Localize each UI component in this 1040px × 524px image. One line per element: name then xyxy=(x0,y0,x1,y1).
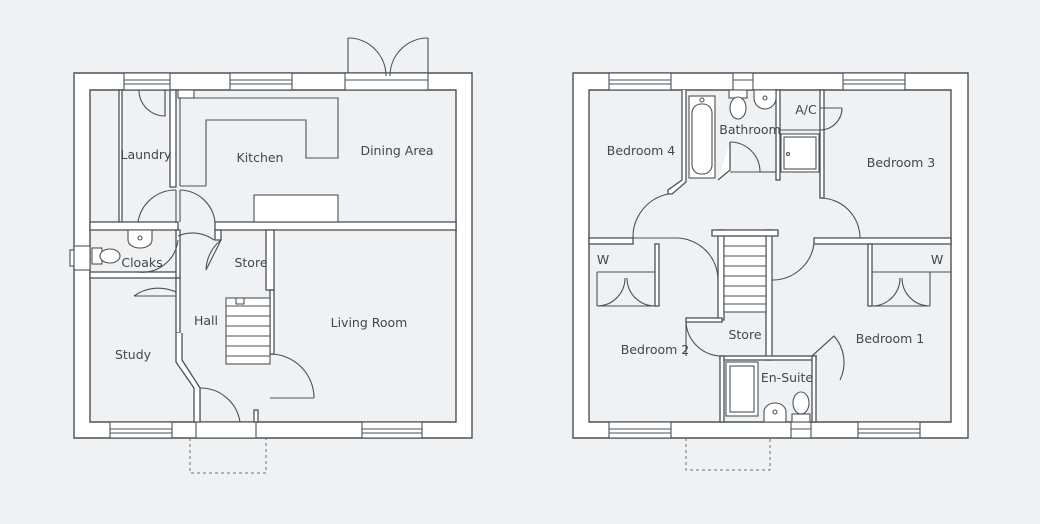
bath-tub xyxy=(688,95,716,179)
label-hall: Hall xyxy=(194,313,218,328)
first-floor-ledge-outline xyxy=(685,438,771,471)
label-bedroom-1: Bedroom 1 xyxy=(856,331,924,346)
label-study: Study xyxy=(115,347,152,362)
label-ac: A/C xyxy=(795,102,817,117)
first-landing-doors xyxy=(632,193,861,281)
laundry-door xyxy=(138,89,166,117)
ground-windows xyxy=(69,72,429,439)
ensuite-fixtures xyxy=(725,361,811,423)
ground-staircase xyxy=(225,297,271,365)
first-windows xyxy=(608,72,921,439)
label-en-suite: En-Suite xyxy=(761,370,814,385)
ground-room-labels: Laundry Kitchen Dining Area Cloaks Store… xyxy=(115,143,434,362)
dining-french-doors xyxy=(347,37,429,77)
label-cloaks: Cloaks xyxy=(121,255,162,270)
label-bedroom-3: Bedroom 3 xyxy=(867,155,935,170)
bathroom-door xyxy=(729,141,761,173)
first-room-labels: Bathroom A/C Bedroom 4 Bedroom 3 W W Sto… xyxy=(597,102,943,385)
study-angled-wall xyxy=(175,333,201,423)
first-outer-wall xyxy=(572,72,969,439)
first-interior-walls xyxy=(588,89,952,423)
label-bedroom-2: Bedroom 2 xyxy=(621,342,689,357)
bathroom-shower xyxy=(780,133,820,173)
wardrobe-doors xyxy=(596,272,931,307)
first-floor-plan: Bathroom A/C Bedroom 4 Bedroom 3 W W Sto… xyxy=(572,72,969,471)
first-staircase xyxy=(711,229,779,313)
ground-floor-plan: Laundry Kitchen Dining Area Cloaks Store… xyxy=(69,37,473,474)
label-living-room: Living Room xyxy=(331,315,408,330)
label-first-store: Store xyxy=(728,327,761,342)
label-kitchen: Kitchen xyxy=(237,150,284,165)
ac-door xyxy=(819,107,843,131)
label-ground-store: Store xyxy=(234,255,267,270)
cloaks-fixtures xyxy=(91,229,153,265)
ensuite-door xyxy=(811,335,845,381)
kitchen-counters xyxy=(177,89,339,223)
bathroom-fixtures xyxy=(728,89,777,120)
store-door xyxy=(685,321,721,357)
label-dining-area: Dining Area xyxy=(360,143,433,158)
label-bathroom: Bathroom xyxy=(719,122,780,137)
label-bedroom-4: Bedroom 4 xyxy=(607,143,676,158)
label-wardrobe-right: W xyxy=(931,252,943,267)
front-porch-outline xyxy=(189,438,267,474)
ground-outer-wall xyxy=(73,72,473,439)
label-wardrobe-left: W xyxy=(597,252,609,267)
label-laundry: Laundry xyxy=(121,147,173,162)
